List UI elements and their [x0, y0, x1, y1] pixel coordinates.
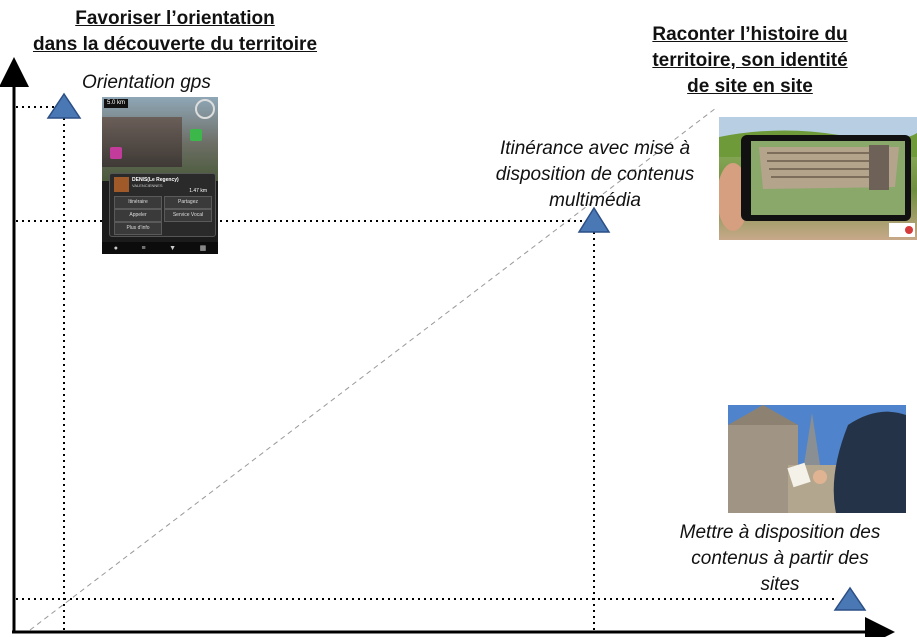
tablet-amphitheatre-image — [719, 117, 917, 240]
poi-distance: 1.47 km — [189, 188, 207, 194]
label-mettre-line2: contenus à partir des — [691, 548, 869, 569]
church-visitor-image — [728, 405, 906, 513]
poi-thumbnail — [114, 177, 129, 192]
service-vocal-button: Service Vocal — [164, 209, 212, 222]
monument-icon — [110, 147, 122, 159]
heading-right-line3: de site en site — [687, 76, 813, 97]
heading-right-line1: Raconter l’histoire du — [652, 24, 848, 45]
marker-itinerance — [577, 206, 611, 233]
marker-orientation — [46, 92, 82, 119]
list-icon: ≡ — [141, 244, 146, 252]
heading-left-line2: dans la découverte du territoire — [32, 34, 318, 55]
poi-card: DENIS(Le Regency) VALENCIENNES 1.47 km I… — [109, 173, 216, 237]
heading-right-line2: territoire, son identité — [652, 50, 848, 71]
gps-phone-image: 5.0 km DENIS(Le Regency) VALENCIENNES 1.… — [102, 97, 218, 254]
heading-right: Raconter l’histoire du territoire, son i… — [625, 22, 875, 100]
label-itinerance-line2: disposition de contenus — [495, 164, 695, 185]
partagez-button: Partagez — [164, 196, 212, 209]
label-mettre-line3: sites — [760, 574, 800, 595]
marker-mettre — [833, 586, 867, 611]
appeler-button: Appeler — [114, 209, 162, 222]
phone-tab-bar: ● ≡ ▼ ▦ — [102, 242, 218, 254]
label-itinerance-line1: Itinérance avec mise à — [499, 138, 691, 159]
label-mettre-line1: Mettre à disposition des — [679, 522, 881, 543]
plus-info-button: Plus d’info — [114, 222, 162, 235]
poi-city: VALENCIENNES — [132, 183, 163, 188]
label-orientation: Orientation gps — [82, 72, 211, 93]
location-icon: ● — [113, 244, 118, 252]
heading-left-line1: Favoriser l’orientation — [75, 8, 275, 29]
heading-left: Favoriser l’orientation dans la découver… — [0, 6, 350, 58]
poi-name: DENIS(Le Regency) — [132, 177, 179, 183]
compass-icon — [195, 99, 215, 119]
filter-icon: ▼ — [169, 244, 177, 252]
map-pin-icon — [190, 129, 202, 141]
distance-badge: 5.0 km — [104, 99, 129, 108]
label-itinerance: Itinérance avec mise à disposition de co… — [472, 136, 718, 214]
grid-icon: ▦ — [199, 245, 207, 252]
label-itinerance-line3: multimédia — [549, 190, 641, 211]
label-mettre: Mettre à disposition des contenus à part… — [650, 520, 910, 598]
itineraire-button: Itinéraire — [114, 196, 162, 209]
